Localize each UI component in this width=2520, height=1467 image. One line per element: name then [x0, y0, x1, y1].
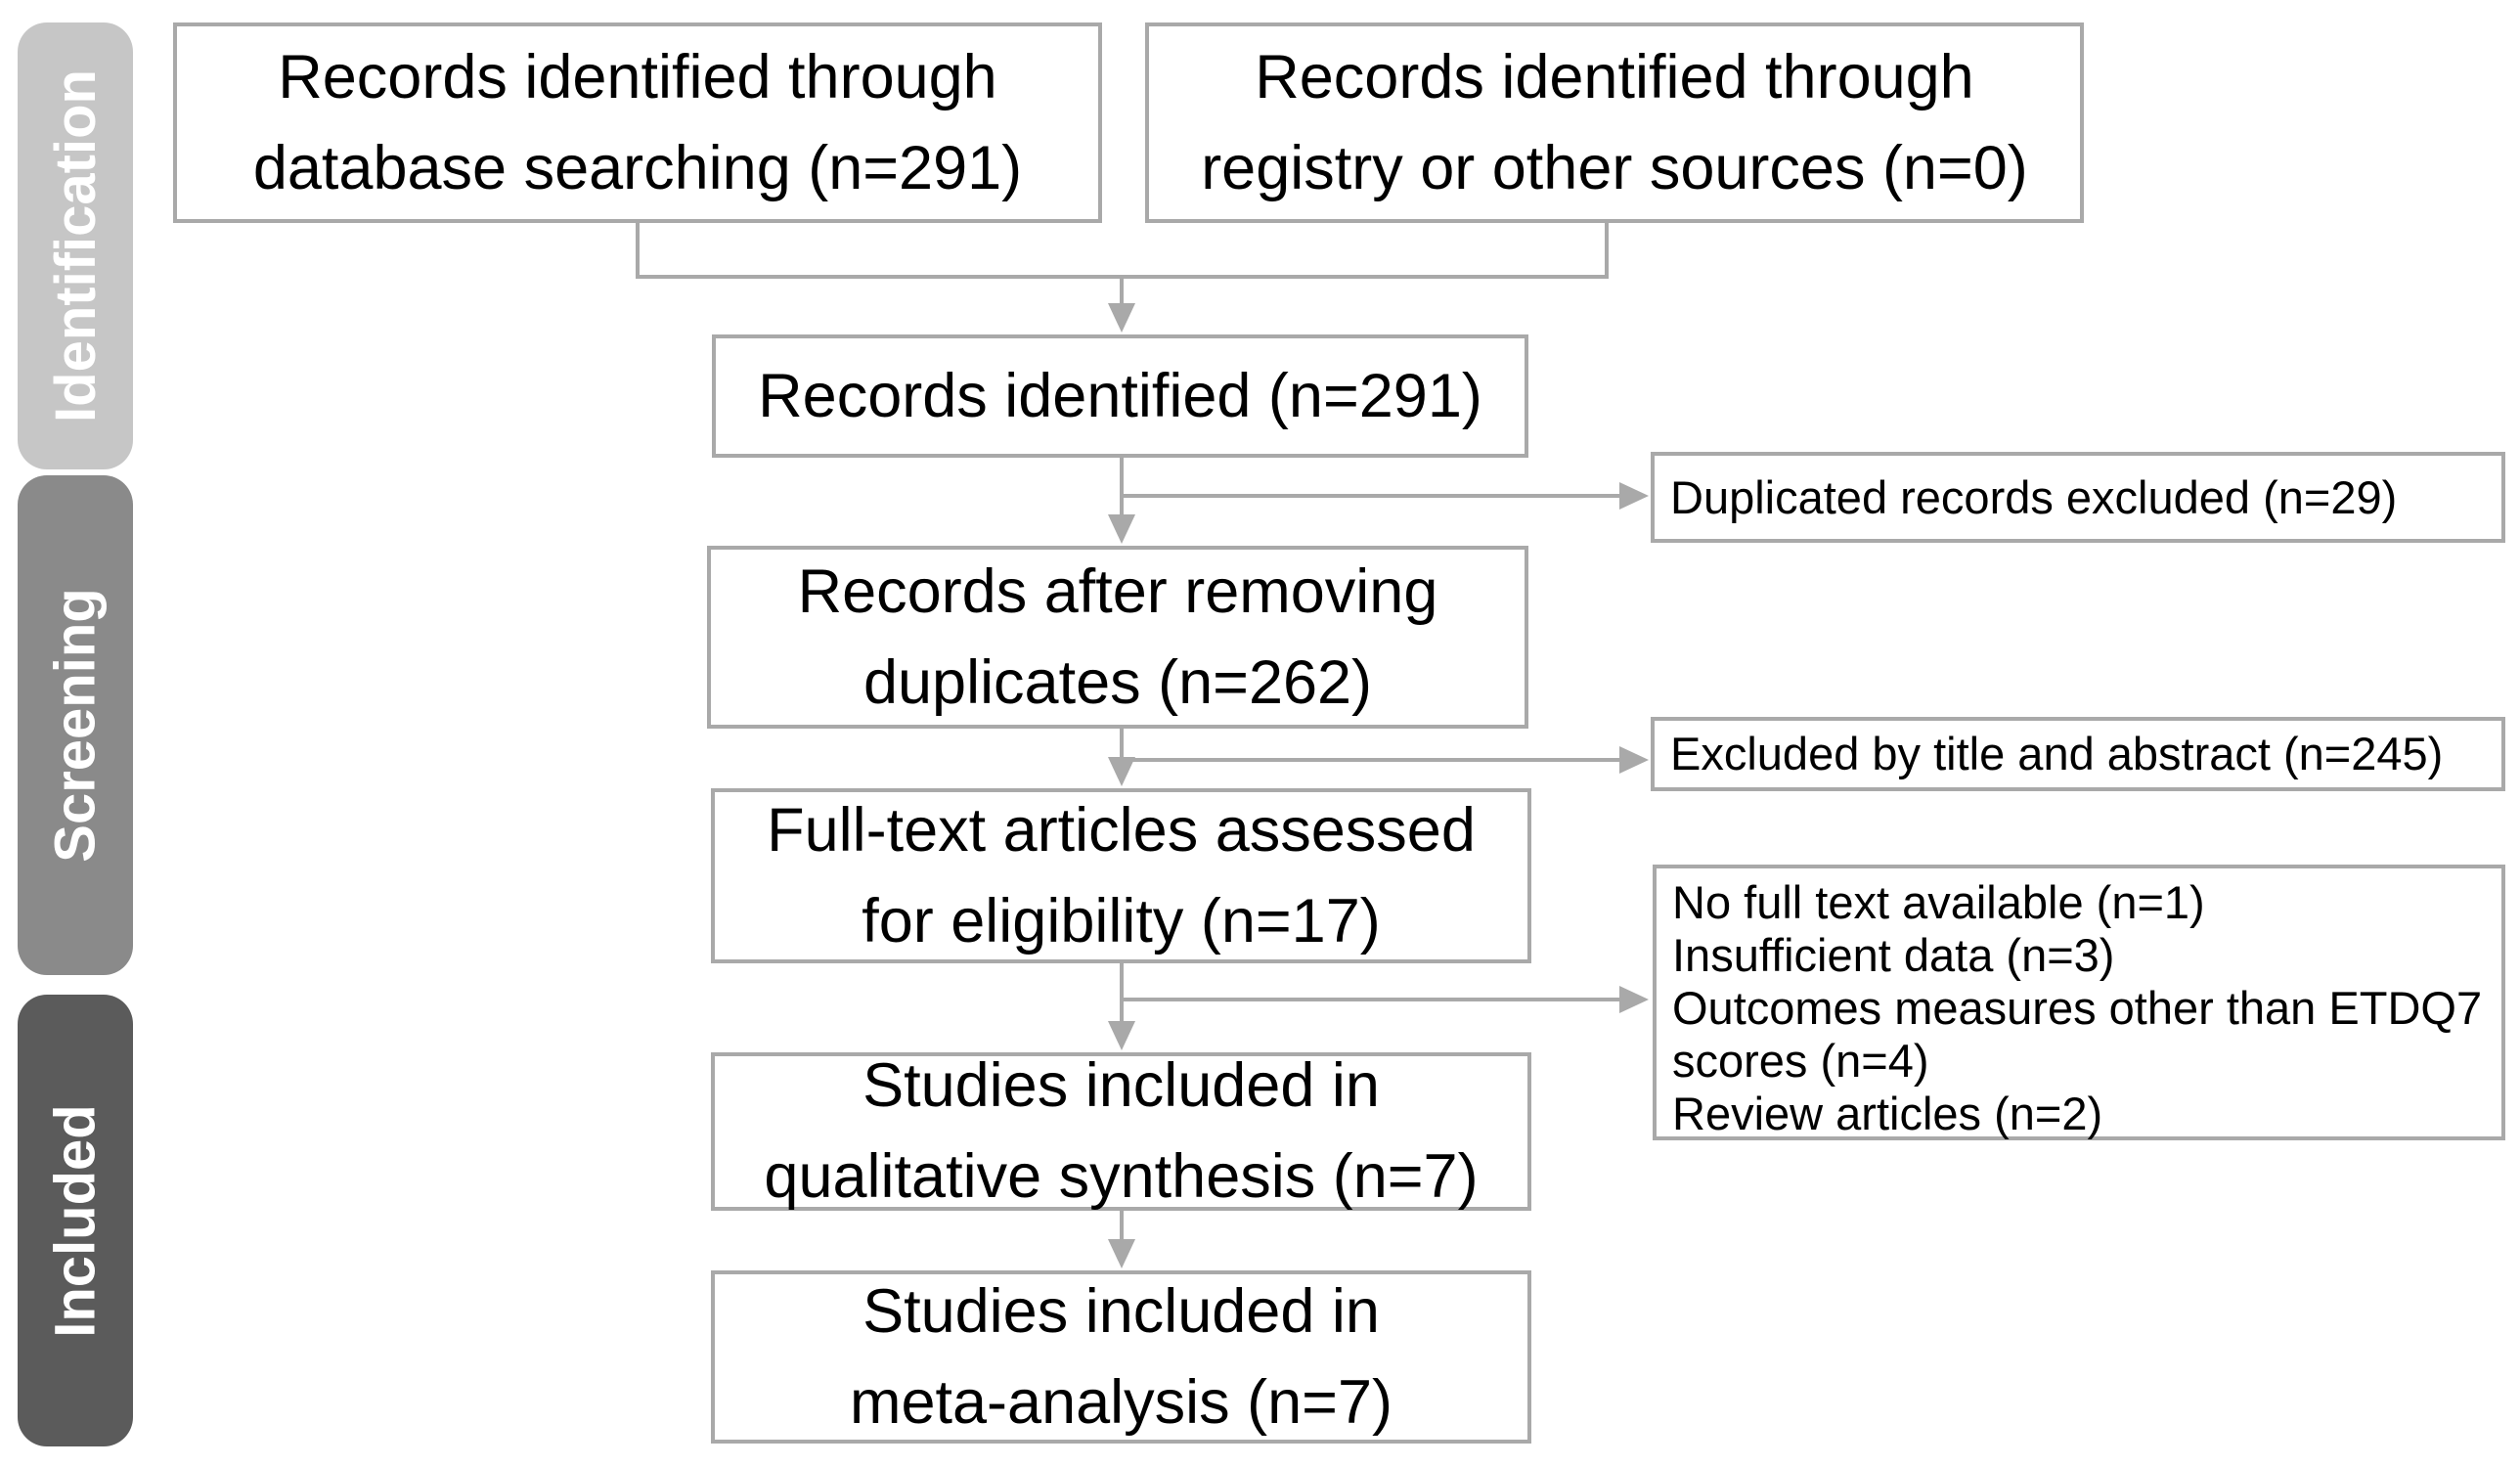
- box-text-line: Full-text articles assessed: [767, 795, 1476, 865]
- stage-bar-identification: Identification: [18, 22, 133, 469]
- box-text-line: Studies included in: [862, 1051, 1380, 1120]
- box-text-line: Excluded by title and abstract (n=245): [1670, 728, 2444, 779]
- stage-label-included: Included: [43, 1103, 108, 1338]
- box-records-registry-other-sources: Records identified through registry or o…: [1145, 22, 2084, 223]
- exclusion-reason: No full text available (n=1): [1672, 876, 2205, 928]
- box-text-line: qualitative synthesis (n=7): [764, 1142, 1479, 1211]
- exclusion-reason: Review articles (n=2): [1672, 1088, 2103, 1139]
- box-text-line: for eligibility (n=17): [862, 886, 1381, 956]
- box-fulltext-assessed: Full-text articles assessed for eligibil…: [711, 788, 1531, 963]
- stage-bar-screening: Screening: [18, 475, 133, 975]
- box-records-after-duplicates-removed: Records after removing duplicates (n=262…: [707, 546, 1528, 729]
- box-text-line: registry or other sources (n=0): [1201, 133, 2028, 202]
- stage-bar-included: Included: [18, 995, 133, 1446]
- exclusion-reason: Outcomes measures other than ETDQ7 score…: [1672, 982, 2483, 1087]
- stage-label-identification: Identification: [43, 69, 108, 422]
- merge-bracket-connector: [636, 221, 1609, 279]
- box-meta-analysis: Studies included in meta-analysis (n=7): [711, 1270, 1531, 1444]
- box-excluded-title-abstract: Excluded by title and abstract (n=245): [1651, 717, 2505, 791]
- box-text-line: database searching (n=291): [252, 133, 1023, 202]
- box-text-line: Records after removing: [797, 556, 1438, 626]
- box-text-line: Studies included in: [862, 1276, 1380, 1346]
- box-records-database-searching: Records identified through database sear…: [173, 22, 1102, 223]
- box-text-line: Records identified through: [278, 42, 997, 111]
- box-duplicates-excluded: Duplicated records excluded (n=29): [1651, 452, 2505, 543]
- box-text-line: Records identified (n=291): [758, 361, 1482, 430]
- box-fulltext-exclusion-reasons: No full text available (n=1) Insufficien…: [1653, 865, 2505, 1140]
- box-qualitative-synthesis: Studies included in qualitative synthesi…: [711, 1051, 1531, 1211]
- box-text-line: Records identified through: [1255, 42, 1974, 111]
- stage-label-screening: Screening: [43, 588, 108, 863]
- box-text-line: Duplicated records excluded (n=29): [1670, 470, 2398, 523]
- exclusion-reason: Insufficient data (n=3): [1672, 929, 2115, 981]
- box-records-identified: Records identified (n=291): [712, 334, 1528, 458]
- box-text-line: duplicates (n=262): [862, 647, 1373, 717]
- box-text-line: meta-analysis (n=7): [850, 1367, 1393, 1437]
